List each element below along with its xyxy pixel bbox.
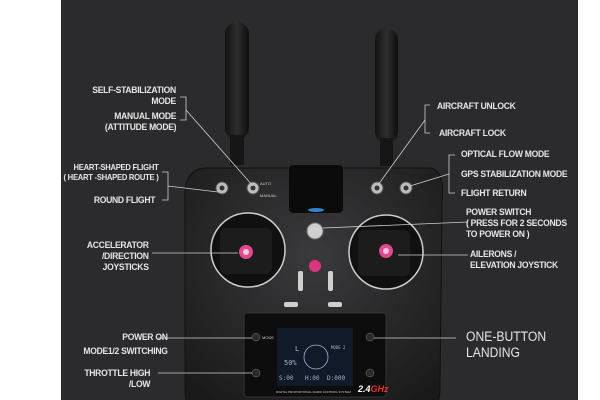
label-one-button-landing: ONE-BUTTON LANDING — [466, 329, 546, 361]
label-line: MODE1/2 SWITCHING — [83, 346, 169, 357]
label-line: JOYSTICKS — [102, 262, 149, 273]
controller-footer-text: DIGITAL PROPORTIONAL RADIO CONTROL SYSTE… — [276, 390, 351, 394]
label-line: /DIRECTION — [102, 251, 149, 262]
left-antenna — [225, 22, 249, 165]
mode-button-text: MODE — [262, 335, 274, 340]
top-display-window — [289, 165, 343, 213]
label-line: MODE — [151, 96, 176, 107]
label-self-stabilization-mode: SELF-STABILIZATION MODE — [92, 85, 176, 107]
label-aircraft-lock: AIRCRAFT LOCK — [439, 128, 506, 139]
lcd-battery: 50% — [284, 359, 297, 367]
trim-buttons — [284, 271, 342, 307]
label-line: ( PRESS FOR 2 SECONDS — [466, 218, 567, 229]
lcd-mode: MODE 2 — [331, 345, 346, 350]
label-power-on-mode-switching: POWER ON MODE1/2 SWITCHING — [83, 331, 169, 359]
label-line: ACCELERATOR — [87, 240, 149, 251]
label-flight-return: FLIGHT RETURN — [461, 188, 527, 199]
label-manual-mode: MANUAL MODE (ATTITUDE MODE) — [104, 111, 177, 133]
label-line: HEART-SHAPED FLIGHT — [73, 162, 158, 172]
label-line: ELEVATION JOYSTICK — [470, 260, 558, 271]
status-led — [308, 208, 324, 212]
label-line: AILERONS / — [470, 249, 517, 260]
right-joystick — [348, 214, 424, 290]
label-optical-flow-mode: OPTICAL FLOW MODE — [461, 149, 550, 160]
label-gps-stabilization-mode: GPS STABILIZATION MODE — [461, 169, 568, 180]
label-line: (ATTITUDE MODE) — [104, 122, 177, 133]
lcd-height: H:00 — [305, 375, 320, 382]
lcd-stick: L — [295, 345, 300, 353]
pink-knob — [309, 260, 321, 272]
label-line: /LOW — [128, 379, 151, 390]
label-heart-shaped-flight: HEART-SHAPED FLIGHT ( HEART -SHAPED ROUT… — [63, 162, 158, 182]
label-line: LANDING — [466, 345, 521, 360]
label-line: ( HEART -SHAPED ROUTE ) — [63, 172, 158, 182]
label-round-flight: ROUND FLIGHT — [93, 195, 156, 206]
label-aircraft-unlock: AIRCRAFT UNLOCK — [437, 101, 516, 112]
lcd-speed: S:00 — [279, 375, 294, 382]
label-ailerons-elevation-joystick: AILERONS / ELEVATION JOYSTICK — [470, 249, 558, 271]
frequency-unit: GHz — [370, 384, 389, 394]
label-line: THROTTLE HIGH — [84, 368, 150, 379]
frequency-badge: 2.4GHz — [358, 384, 389, 394]
label-accelerator-joystick: ACCELERATOR /DIRECTION JOYSTICKS — [87, 240, 149, 273]
switch-auto-text: AUTO — [260, 181, 272, 186]
right-antenna — [375, 28, 398, 166]
left-joystick — [210, 212, 286, 288]
label-throttle-high-low: THROTTLE HIGH /LOW — [84, 368, 150, 390]
label-line: POWER SWITCH — [466, 207, 532, 218]
label-power-switch: POWER SWITCH ( PRESS FOR 2 SECONDS TO PO… — [466, 207, 567, 240]
power-button — [306, 222, 324, 240]
switch-manual-text: MANUAL — [260, 193, 277, 198]
leader-lines — [152, 96, 469, 374]
label-line: POWER ON — [122, 332, 169, 343]
label-line: TO POWER ON ) — [466, 229, 530, 240]
lcd-screen — [277, 328, 353, 386]
frequency-number: 2.4 — [358, 384, 371, 394]
label-line: SELF-STABILIZATION — [92, 85, 176, 96]
label-line: ONE-BUTTON — [466, 329, 547, 344]
label-line: MANUAL MODE — [114, 111, 176, 122]
lcd-distance: D:000 — [327, 375, 346, 382]
